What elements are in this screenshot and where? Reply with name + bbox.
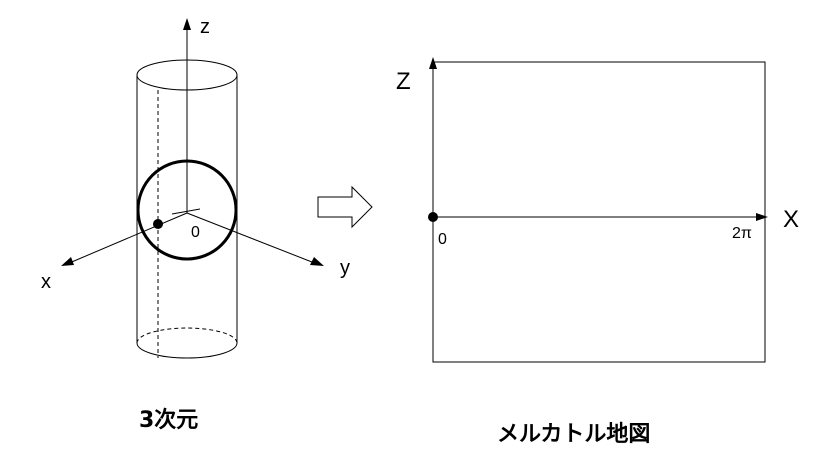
origin-tick — [171, 208, 201, 215]
map-z-axis-arrowhead — [429, 57, 437, 69]
map-z-axis-label: Z — [396, 68, 411, 95]
right-caption: メルカトル地図 — [497, 422, 650, 447]
cylinder-bottom-back-arc — [136, 327, 238, 344]
z-axis-label: z — [200, 16, 210, 38]
x-axis-line — [66, 212, 188, 265]
map-origin-point — [428, 212, 438, 222]
map-x-axis-arrowhead — [756, 213, 768, 221]
cross-section-circle — [136, 159, 238, 261]
map-frame — [432, 61, 766, 363]
left-caption: 3次元 — [139, 407, 198, 433]
cylinder-bottom-front-arc — [136, 342, 238, 359]
map-x-end-label: 2π — [732, 225, 752, 242]
y-axis-label: y — [340, 257, 350, 279]
y-axis-line — [186, 212, 318, 265]
y-axis-arrowhead — [310, 257, 324, 266]
point-on-circle — [153, 219, 163, 229]
x-axis-arrowhead — [61, 257, 74, 266]
cylinder-3d-figure: z x y 0 — [41, 16, 350, 359]
x-axis-label: x — [41, 271, 51, 293]
origin-label: 0 — [191, 224, 200, 241]
map-x-axis-label: X — [783, 206, 799, 233]
z-axis-arrowhead — [183, 18, 191, 30]
map-origin-label: 0 — [438, 231, 447, 248]
mercator-map-figure: Z X 0 2π — [396, 57, 799, 363]
transform-arrow — [317, 185, 373, 229]
